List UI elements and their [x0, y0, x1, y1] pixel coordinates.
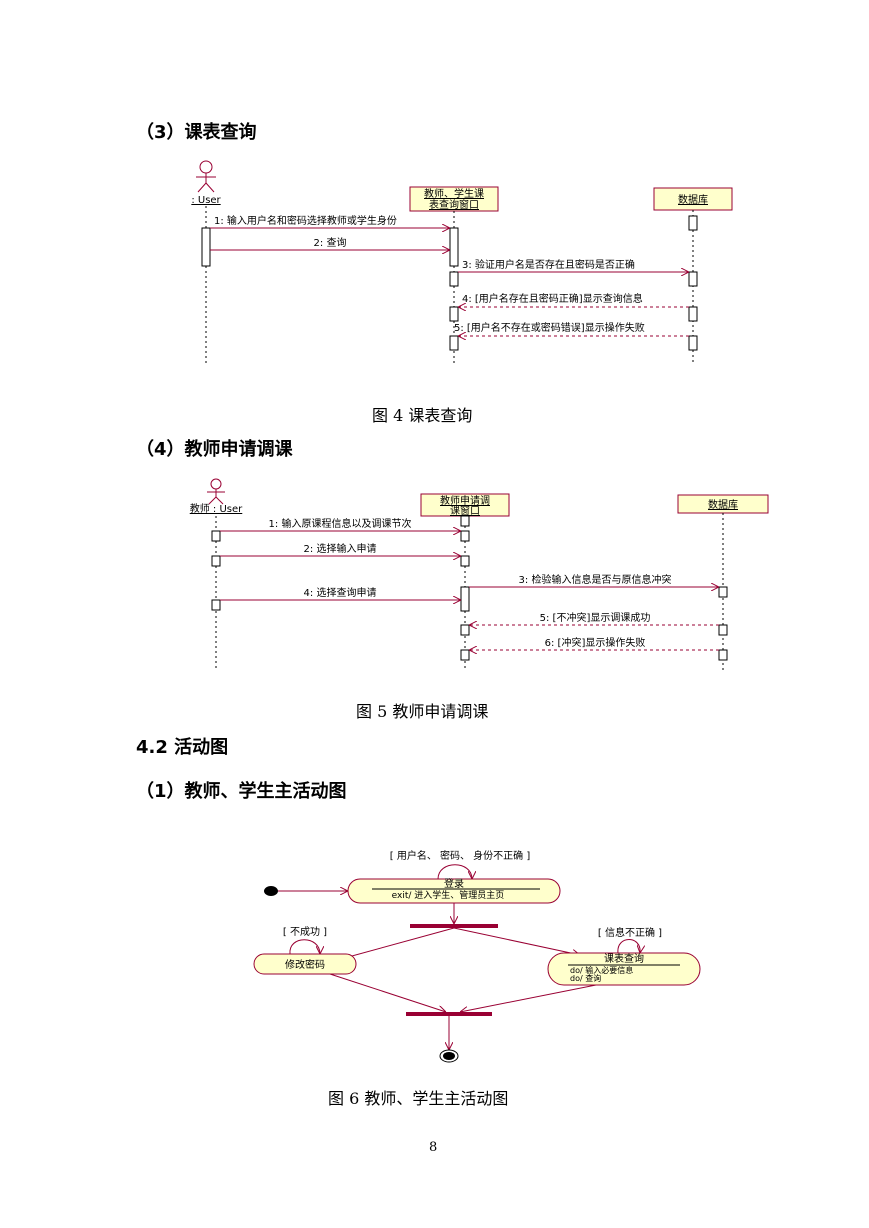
join-bar	[406, 1012, 492, 1016]
initial-node	[264, 886, 278, 896]
state-timetable-query	[547, 952, 701, 986]
guard-login: [ 用户名、 密码、 身份不正确 ]	[390, 849, 531, 862]
figure-4-caption: 图 4 课表查询	[372, 406, 473, 425]
object-reschedule-window-label-1: 教师申请调	[440, 494, 490, 507]
fork-bar	[410, 924, 498, 928]
object-reschedule-window-label-2: 课窗口	[450, 504, 480, 517]
state-change-password-name: 修改密码	[285, 958, 325, 971]
figure-6-caption: 图 6 教师、学生主活动图	[328, 1089, 509, 1108]
object-query-window-label-2: 表查询窗口	[429, 198, 479, 211]
state-change-password	[253, 953, 357, 975]
message-5-5: 5: [不冲突]显示调课成功	[540, 611, 651, 624]
state-query-do1: do/ 输入必要信息	[570, 965, 633, 975]
object-database-label: 数据库	[678, 193, 708, 206]
message-1: 1: 输入用户名和密码选择教师或学生身份	[214, 214, 397, 227]
actor-teacher-icon	[207, 478, 225, 505]
state-login-exit: exit/ 进入学生、管理员主页	[392, 889, 505, 901]
actor-label: : User	[191, 195, 221, 206]
message-5-4: 4: 选择查询申请	[304, 586, 377, 599]
state-timetable-query-name: 课表查询	[604, 952, 644, 965]
heading-teacher-reschedule: （4）教师申请调课	[136, 439, 293, 460]
page-number: 8	[429, 1140, 438, 1155]
heading-activity-diagram: 4.2 活动图	[136, 737, 229, 758]
state-login-name: 登录	[444, 877, 464, 890]
actor-teacher-label: 教师 : User	[190, 502, 243, 515]
guard-info: [ 信息不正确 ]	[598, 926, 662, 939]
message-5-6: 6: [冲突]显示操作失败	[545, 636, 646, 649]
figure-5-caption: 图 5 教师申请调课	[356, 702, 489, 721]
message-3: 3: 验证用户名是否存在且密码是否正确	[462, 258, 635, 271]
object-query-window-label-1: 教师、学生课	[424, 187, 484, 200]
message-5-1: 1: 输入原课程信息以及调课节次	[269, 517, 412, 530]
guard-fail: [ 不成功 ]	[283, 926, 327, 938]
message-2: 2: 查询	[314, 236, 347, 249]
heading-timetable-query: （3）课表查询	[136, 122, 257, 143]
actor-user-icon	[196, 160, 216, 193]
message-5: 5: [用户名不存在或密码错误]显示操作失败	[454, 321, 645, 334]
object-database-5-label: 数据库	[708, 498, 738, 511]
message-4: 4: [用户名存在且密码正确]显示查询信息	[462, 292, 643, 305]
message-5-3: 3: 检验输入信息是否与原信息冲突	[519, 573, 672, 586]
heading-main-activity: （1）教师、学生主活动图	[136, 781, 347, 802]
state-query-do2: do/ 查询	[570, 973, 601, 983]
message-5-2: 2: 选择输入申请	[304, 542, 377, 555]
